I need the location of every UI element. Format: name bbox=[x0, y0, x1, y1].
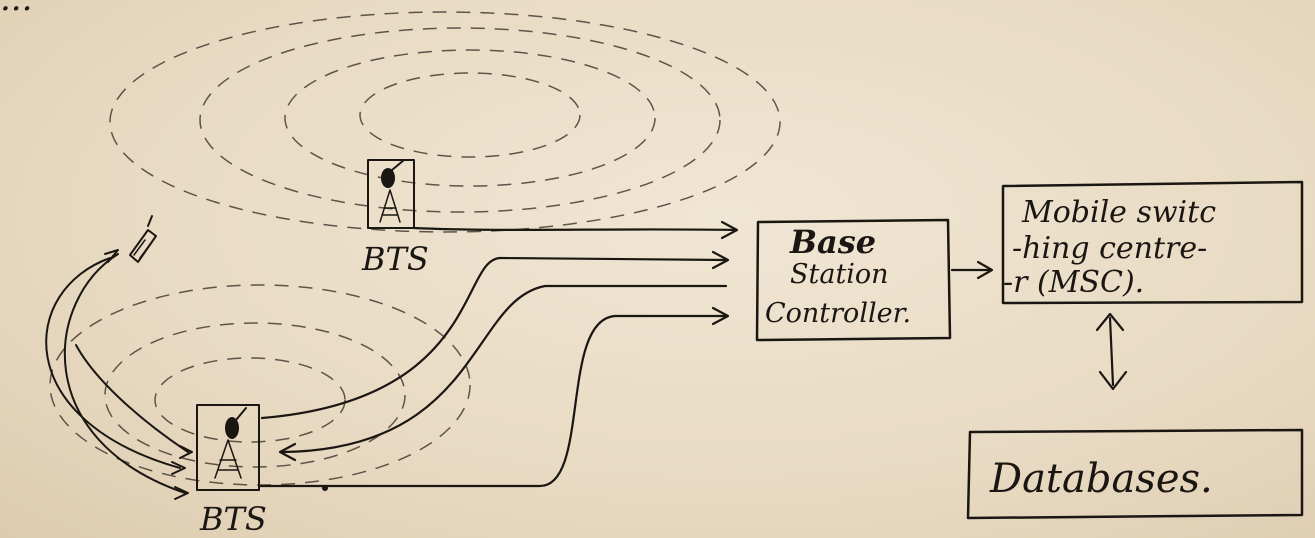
tower-icon bbox=[380, 190, 400, 222]
header-fragment: ... bbox=[0, 0, 32, 19]
arrow-bsc-to-msc bbox=[952, 262, 992, 278]
bsc-label-line3: Controller. bbox=[765, 298, 911, 329]
bsc-label-line1: Base bbox=[789, 223, 876, 261]
bts-top-label: BTS bbox=[361, 240, 429, 278]
coverage-ring bbox=[200, 28, 720, 212]
bts-bottom: BTS bbox=[197, 405, 267, 538]
coverage-top bbox=[110, 12, 780, 232]
bsc-box: Base Station Controller. bbox=[757, 220, 950, 340]
coverage-ring bbox=[155, 358, 345, 442]
bsc-label-line2: Station bbox=[790, 259, 889, 290]
link-bts-top-to-bsc bbox=[414, 222, 737, 238]
bts-top: BTS bbox=[361, 160, 429, 278]
coverage-ring bbox=[360, 73, 580, 157]
coverage-ring bbox=[110, 12, 780, 232]
databases-label: Databases. bbox=[989, 456, 1213, 502]
msc-label-line3: -r (MSC). bbox=[1003, 265, 1144, 300]
antenna-icon bbox=[381, 168, 395, 188]
tower-icon bbox=[215, 440, 241, 478]
coverage-ring bbox=[105, 323, 405, 467]
links-bts-bottom-bsc bbox=[259, 252, 728, 491]
arrow-msc-databases bbox=[1097, 314, 1126, 389]
coverage-ring bbox=[285, 50, 655, 186]
bts-bottom-label: BTS bbox=[199, 500, 267, 538]
msc-label-line1: Mobile switc bbox=[1021, 195, 1216, 230]
msc-box: Mobile switc -hing centre- -r (MSC). bbox=[1003, 182, 1302, 303]
msc-label-line2: -hing centre- bbox=[1012, 231, 1207, 266]
mobile-phone-icon bbox=[130, 216, 156, 262]
databases-box: Databases. bbox=[968, 430, 1302, 518]
antenna-icon bbox=[236, 408, 246, 420]
phone-bts-links bbox=[46, 250, 192, 499]
bts-box bbox=[197, 405, 259, 490]
antenna-icon bbox=[392, 160, 404, 170]
